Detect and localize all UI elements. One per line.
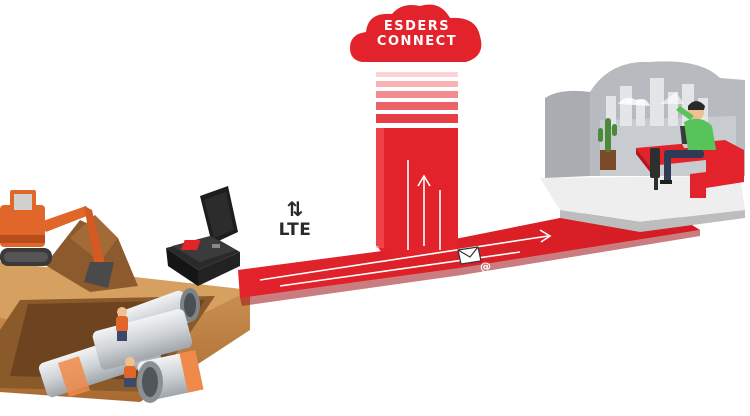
excavator bbox=[0, 190, 114, 288]
cloud-label-line2: CONNECT bbox=[376, 34, 458, 49]
cloud-label-line1: ESDERS bbox=[383, 19, 451, 34]
construction-site bbox=[0, 190, 250, 403]
at-icon: @ bbox=[480, 260, 491, 273]
lte-text: LTE bbox=[278, 220, 312, 240]
pipe-segments bbox=[38, 288, 204, 403]
updown-arrows-icon: ⇅ bbox=[286, 197, 304, 221]
cloud-service-label: ESDERS CONNECT bbox=[352, 19, 482, 49]
connection-ribbon bbox=[238, 72, 700, 306]
signal-fade-bars bbox=[376, 72, 458, 123]
office-worker bbox=[660, 101, 716, 184]
data-logger-device bbox=[166, 186, 240, 286]
office-scene bbox=[540, 61, 745, 232]
cloud-icon bbox=[350, 4, 482, 62]
worker-figures bbox=[116, 307, 136, 387]
cactus-icon bbox=[598, 118, 617, 170]
envelope-icon bbox=[457, 246, 482, 265]
lte-link-label: ⇅ LTE bbox=[272, 198, 318, 240]
